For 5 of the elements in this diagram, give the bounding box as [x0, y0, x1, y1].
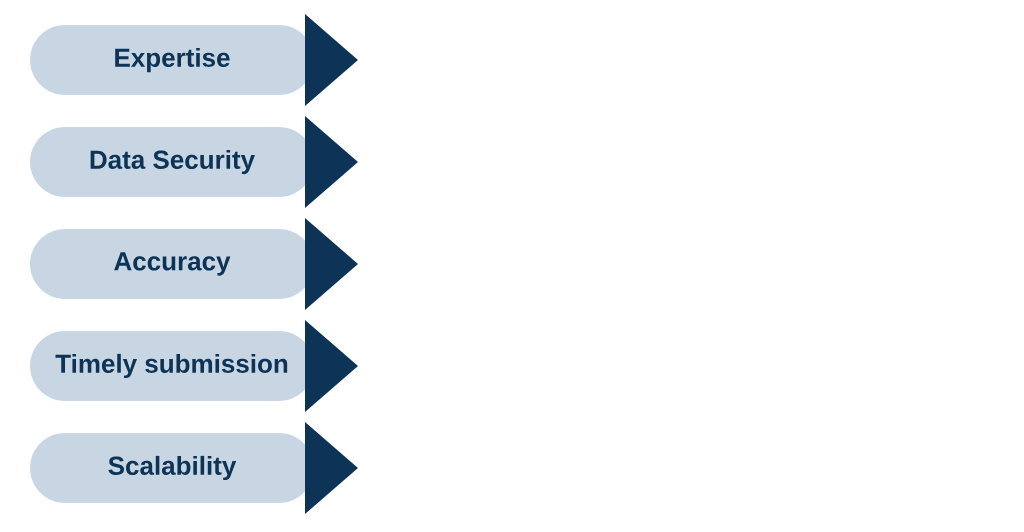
arrow-tab-box: Scalability: [30, 422, 358, 514]
arrow-tab-box: Accuracy: [30, 218, 358, 310]
arrow-tab-box: Expertise: [30, 14, 358, 106]
arrow-tab-box: Timely submission: [30, 320, 358, 412]
arrow-tab-box: Data Security: [30, 116, 358, 208]
